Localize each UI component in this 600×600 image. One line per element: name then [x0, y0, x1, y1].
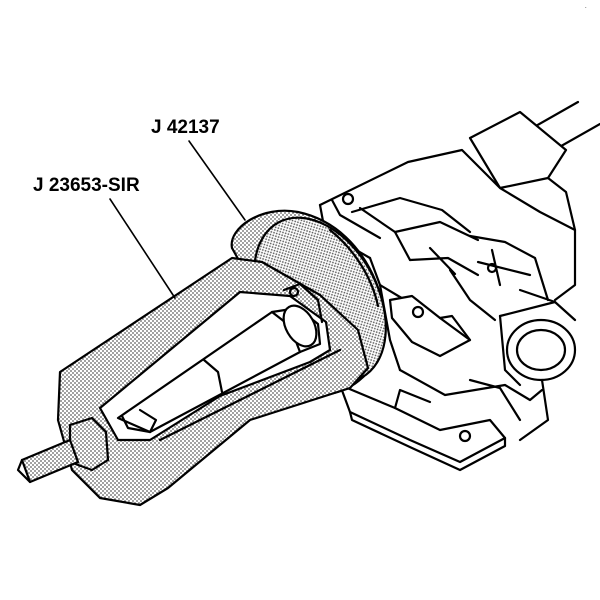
- label-j23653-sir: J 23653-SIR: [33, 175, 140, 196]
- tool-j23653-sir-frame: [16, 256, 370, 507]
- leader-j23653-sir: [109, 198, 176, 299]
- label-j42137: J 42137: [151, 117, 220, 138]
- svg-text:.: .: [585, 4, 587, 10]
- callout-leaders: [109, 140, 246, 299]
- leader-j42137: [188, 140, 246, 221]
- steering-column: [318, 100, 600, 472]
